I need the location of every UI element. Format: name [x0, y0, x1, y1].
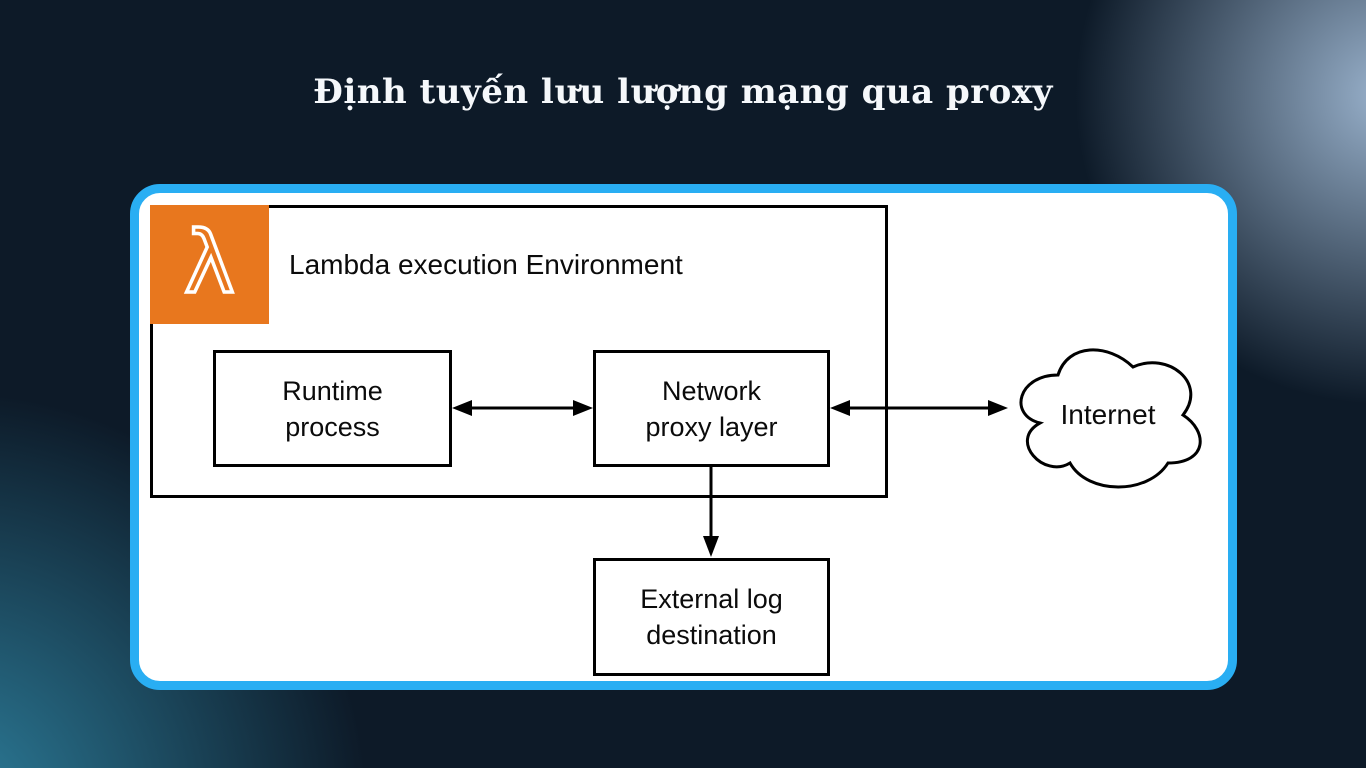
proxy-internet-arrowhead-right — [988, 400, 1008, 416]
lambda-environment-label: Lambda execution Environment — [289, 249, 683, 280]
internet-cloud-label: Internet — [1060, 399, 1156, 430]
proxy-extlog-arrowhead — [703, 536, 719, 557]
network-proxy-layer-node: Network proxy layer — [593, 350, 830, 467]
diagram-panel: λ Lambda execution Environment Runtime p… — [130, 184, 1237, 690]
page-title: Định tuyến lưu lượng mạng qua proxy — [313, 72, 1053, 112]
runtime-process-node: Runtime process — [213, 350, 452, 467]
lambda-glyph: λ — [182, 212, 236, 313]
aws-lambda-icon: λ — [150, 205, 269, 324]
external-log-destination-node: External log destination — [593, 558, 830, 676]
lambda-environment-box — [150, 205, 888, 498]
